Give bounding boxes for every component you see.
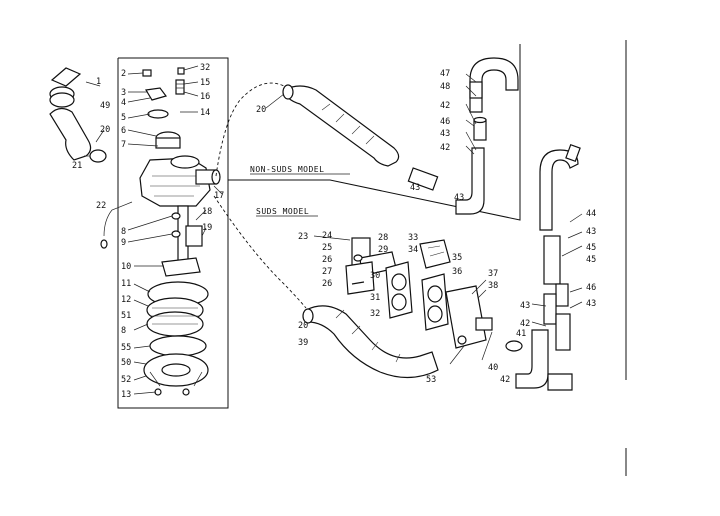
callout-38: 38 xyxy=(488,281,498,291)
callout-2: 2 xyxy=(121,69,126,79)
callout-43-d: 43 xyxy=(586,299,596,309)
callout-16: 16 xyxy=(200,92,210,102)
callout-22: 22 xyxy=(96,201,106,211)
callout-20-top: 20 xyxy=(256,105,266,115)
callouts: 1 2 3 4 5 6 7 8 9 10 11 12 51 8 55 50 52… xyxy=(72,63,596,400)
callout-20-left: 20 xyxy=(100,125,110,135)
callout-24: 24 xyxy=(322,231,332,241)
callout-55: 55 xyxy=(121,343,131,353)
callout-49: 49 xyxy=(100,101,110,111)
callout-32-suds: 32 xyxy=(370,309,380,319)
callout-13: 13 xyxy=(121,390,131,400)
callout-15: 15 xyxy=(200,78,210,88)
suds-hose xyxy=(302,305,439,379)
non-suds-hose xyxy=(282,84,400,167)
callout-27: 27 xyxy=(322,267,332,277)
pump-body xyxy=(139,155,221,207)
callout-46-b: 46 xyxy=(586,283,596,293)
callout-41: 41 xyxy=(516,329,526,339)
callout-36: 36 xyxy=(452,267,462,277)
callout-53: 53 xyxy=(426,375,436,385)
callout-6: 6 xyxy=(121,126,126,136)
callout-43-a: 43 xyxy=(440,129,450,139)
valve-cap xyxy=(142,67,185,149)
callout-45-a: 45 xyxy=(586,243,596,253)
callout-35: 35 xyxy=(452,253,462,263)
loose-parts-left xyxy=(49,67,133,249)
callout-46-a: 46 xyxy=(440,117,450,127)
callout-30: 30 xyxy=(370,271,380,281)
callout-5: 5 xyxy=(121,113,126,123)
callout-43-c: 43 xyxy=(586,227,596,237)
callout-14: 14 xyxy=(200,108,210,118)
callout-33: 33 xyxy=(408,233,418,243)
callout-43-f: 43 xyxy=(454,193,464,203)
callout-52: 52 xyxy=(121,375,131,385)
pump-assembly-panel xyxy=(117,57,229,409)
callout-50: 50 xyxy=(121,358,131,368)
callout-26-a: 26 xyxy=(322,255,332,265)
callout-37: 37 xyxy=(488,269,498,279)
non-suds-elbow-tube xyxy=(407,57,519,215)
callout-17: 17 xyxy=(214,191,224,201)
pump-leaders xyxy=(127,65,223,395)
callout-43-e: 43 xyxy=(410,183,420,193)
callout-4: 4 xyxy=(121,98,126,108)
callout-42-b: 42 xyxy=(440,143,450,153)
callout-9: 9 xyxy=(121,238,126,248)
suds-section xyxy=(213,195,493,379)
callout-44: 44 xyxy=(586,209,596,219)
callout-8b: 8 xyxy=(121,326,126,336)
suds-model-title: SUDS MODEL xyxy=(256,207,309,216)
callout-25: 25 xyxy=(322,243,332,253)
callout-10: 10 xyxy=(121,262,131,272)
callout-39: 39 xyxy=(298,338,308,348)
pump-impeller xyxy=(143,281,209,396)
non-suds-section xyxy=(215,44,521,221)
callout-34: 34 xyxy=(408,245,418,255)
callout-40: 40 xyxy=(488,363,498,373)
callout-1: 1 xyxy=(96,77,101,87)
suds-valve-plates xyxy=(385,239,493,349)
callout-26-b: 26 xyxy=(322,279,332,289)
callout-23: 23 xyxy=(298,232,308,242)
callout-7: 7 xyxy=(121,140,126,150)
non-suds-model-title: NON-SUDS MODEL xyxy=(250,165,324,174)
callout-3: 3 xyxy=(121,88,126,98)
suds-tubes-right xyxy=(505,143,583,391)
callout-8: 8 xyxy=(121,227,126,237)
callout-18: 18 xyxy=(202,207,212,217)
callout-51: 51 xyxy=(121,311,131,321)
callout-47: 47 xyxy=(440,69,450,79)
callout-42-c: 42 xyxy=(520,319,530,329)
callout-42-a: 42 xyxy=(440,101,450,111)
callout-28: 28 xyxy=(378,233,388,243)
callout-21: 21 xyxy=(72,161,82,171)
callout-20-suds: 20 xyxy=(298,321,308,331)
callout-43-b: 43 xyxy=(520,301,530,311)
callout-12: 12 xyxy=(121,295,131,305)
callout-31: 31 xyxy=(370,293,380,303)
pump-shaft xyxy=(161,205,203,277)
callout-11: 11 xyxy=(121,279,131,289)
callout-42-d: 42 xyxy=(500,375,510,385)
callout-48: 48 xyxy=(440,82,450,92)
callout-45-b: 45 xyxy=(586,255,596,265)
callout-29: 29 xyxy=(378,245,388,255)
callout-19: 19 xyxy=(202,223,212,233)
callout-32-top: 32 xyxy=(200,63,210,73)
